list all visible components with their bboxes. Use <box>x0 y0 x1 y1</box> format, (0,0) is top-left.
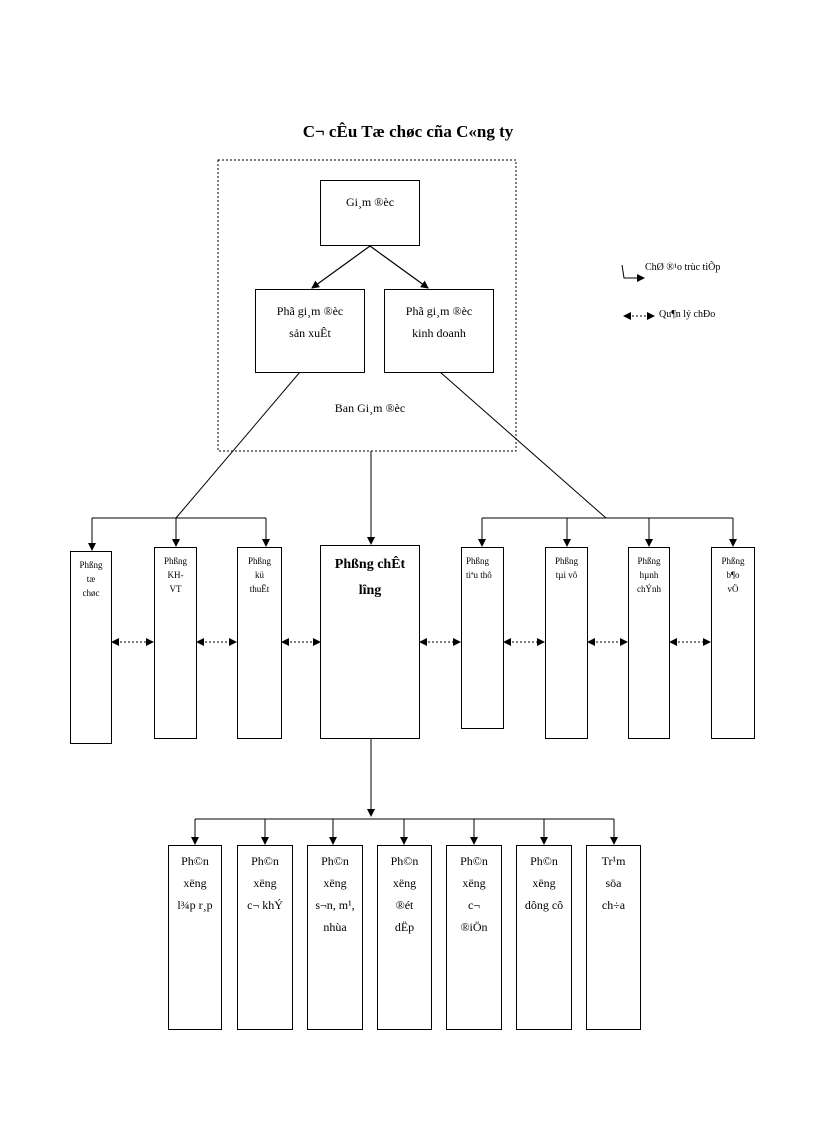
workshop-box-7: Tr¹m söa ch÷a <box>586 845 641 1030</box>
workshop-box-5: Ph©n x­ëng c¬ ®iÖn <box>446 845 502 1030</box>
deputy-production-box: Phã gi¸m ®èc sản xuÊt <box>255 289 365 373</box>
workshop-box-6: Ph©n x­ëng dông cô <box>516 845 572 1030</box>
director-box: Gi¸m ®èc <box>320 180 420 246</box>
dept-box-5: Phßng tiªu thô <box>461 547 504 729</box>
dept-box-7: Phßng hµnh chÝnh <box>628 547 670 739</box>
dept-box-6: Phßng tµi vô <box>545 547 588 739</box>
workshop-box-1: Ph©n x­ëng l¾p r¸p <box>168 845 222 1030</box>
legend-management-label: Qu¶n lý chÐo <box>659 309 716 320</box>
dept-box-8: Phßng b¶o vÖ <box>711 547 755 739</box>
line-deputy-production-down <box>175 371 301 519</box>
dept-box-3: Phßng kü thuËt <box>237 547 282 739</box>
workshop-box-2: Ph©n x­ëng c¬ khÝ <box>237 845 293 1030</box>
line-deputy-business-down <box>439 371 607 519</box>
board-boundary <box>217 159 517 452</box>
arrow-director-deputy-production <box>311 245 371 289</box>
board-label: Ban Gi¸m ®èc <box>334 401 406 415</box>
workshop-box-3: Ph©n x­ëng s¬n, m¹, nhùa <box>307 845 363 1030</box>
arrow-director-deputy-business <box>369 245 429 289</box>
dept-box-1: Phßng tæ chøc <box>70 551 112 744</box>
dept-box-2: Phßng KH- VT <box>154 547 197 739</box>
dept-box-quality: Phßng chÊt l­îng <box>320 545 420 739</box>
workshop-box-4: Ph©n x­ëng ®ét dËp <box>377 845 432 1030</box>
deputy-business-box: Phã gi¸m ®èc kinh doanh <box>384 289 494 373</box>
chart-title: C¬ cÊu Tæ chøc cña C«ng ty <box>302 122 514 141</box>
legend-direct-arrow-icon <box>621 264 645 282</box>
legend-direct-label: ChØ ®¹o trùc tiÕp <box>645 262 721 273</box>
